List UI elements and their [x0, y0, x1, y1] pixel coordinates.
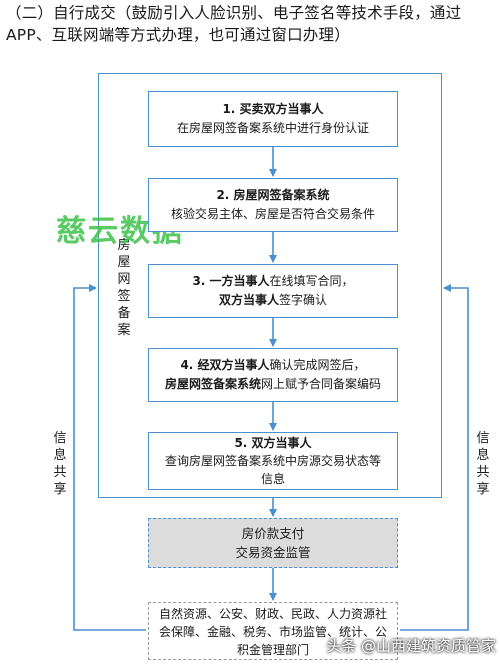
payment-box: 房价款支付 交易资金监管	[148, 518, 398, 568]
step-1-title: 1. 买卖双方当事人	[222, 102, 324, 116]
step-3-box: 3. 一方当事人在线填写合同， 双方当事人签字确认	[148, 264, 398, 318]
step-4-parties: 双方当事人	[209, 358, 270, 372]
step-3-party: 一方当事人	[209, 274, 270, 288]
step-2-box: 2. 房屋网签备案系统 核验交易主体、房屋是否符合交易条件	[148, 178, 398, 232]
corner-watermark: 头条 @山西建筑资质管家	[326, 637, 496, 655]
step-3-line-2: 双方当事人签字确认	[219, 291, 327, 310]
step-3-prefix: 3.	[192, 274, 210, 288]
frame-label: 房屋网签备案	[117, 238, 131, 338]
payment-line-2: 交易资金监管	[235, 545, 311, 560]
step-5-desc-2: 信息	[260, 472, 285, 486]
info-share-left-line	[73, 284, 146, 631]
info-share-right-line	[400, 284, 469, 631]
step-4-system: 房屋网签备案系统	[164, 377, 261, 391]
step-3-confirm: 签字确认	[279, 293, 328, 307]
step-4-box: 4. 经双方当事人确认完成网签后， 房屋网签备案系统网上赋予合同备案编码	[148, 348, 398, 402]
departments-line-3: 积金管理部门	[236, 643, 309, 657]
step-3-parties: 双方当事人	[218, 293, 279, 307]
info-share-right-label: 信息共享	[476, 431, 490, 497]
step-4-line-2: 房屋网签备案系统网上赋予合同备案编码	[165, 375, 381, 394]
departments-box: 自然资源、公安、财政、民政、人力资源社 会保障、金融、税务、市场监管、统计、公 …	[148, 602, 398, 660]
intro-text: （二）自行成交（鼓励引入人脸识别、电子签名等技术手段，通过 APP、互联网端等方…	[6, 2, 496, 46]
departments-line-1: 自然资源、公安、财政、民政、人力资源社	[158, 607, 387, 621]
intro-line-1: （二）自行成交（鼓励引入人脸识别、电子签名等技术手段，通过	[6, 4, 462, 22]
step-2-title: 2. 房屋网签备案系统	[216, 188, 330, 202]
step-5-title: 5. 双方当事人	[234, 436, 312, 450]
step-5-desc-1: 查询房屋网签备案系统中房源交易状态等	[164, 454, 381, 468]
step-5-box: 5. 双方当事人 查询房屋网签备案系统中房源交易状态等 信息	[148, 432, 398, 490]
step-3-line-1: 3. 一方当事人在线填写合同，	[192, 272, 353, 291]
step-1-desc: 在房屋网签备案系统中进行身份认证	[176, 121, 369, 135]
step-4-action: 确认完成网签后，	[269, 358, 366, 372]
info-share-left-label: 信息共享	[53, 431, 67, 497]
step-3-action: 在线填写合同，	[269, 274, 354, 288]
online-signing-frame	[98, 73, 442, 498]
step-4-assign: 网上赋予合同备案编码	[261, 377, 382, 391]
step-2-desc: 核验交易主体、房屋是否符合交易条件	[170, 207, 375, 221]
intro-line-2: APP、互联网端等方式办理，也可通过窗口办理）	[6, 26, 350, 44]
step-4-line-1: 4. 经双方当事人确认完成网签后，	[180, 356, 365, 375]
departments-line-2: 会保障、金融、税务、市场监管、统计、公	[158, 625, 387, 639]
step-1-box: 1. 买卖双方当事人 在房屋网签备案系统中进行身份认证	[148, 91, 398, 147]
step-4-prefix: 4. 经	[180, 358, 210, 372]
payment-line-1: 房价款支付	[241, 526, 305, 541]
